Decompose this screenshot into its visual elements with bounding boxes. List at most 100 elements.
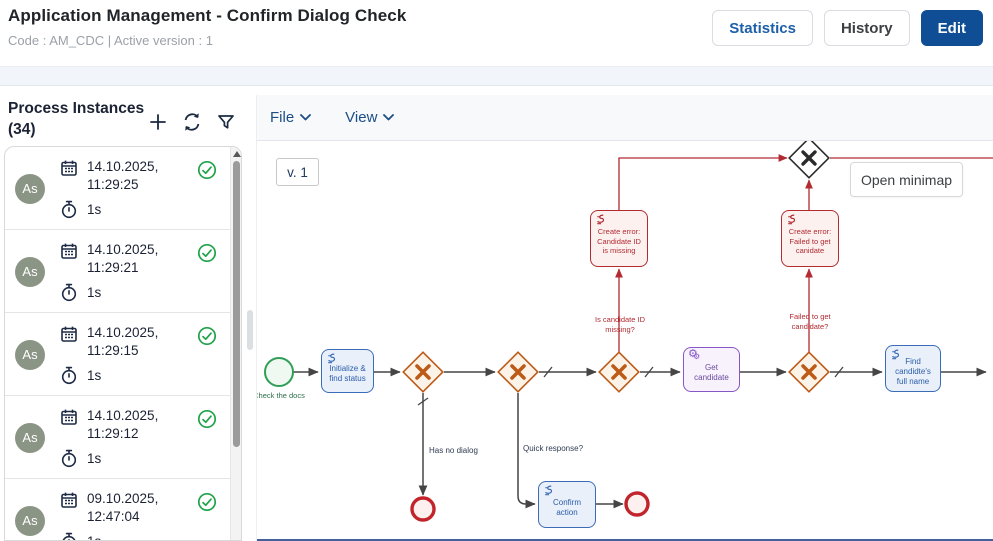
page-title: Application Management - Confirm Dialog …	[8, 6, 407, 25]
error-flows	[615, 154, 993, 352]
gateway-3[interactable]	[598, 351, 640, 393]
page-subtitle: Code : AM_CDC | Active version : 1	[8, 33, 213, 48]
task-create-error-candidate-id[interactable]: Create error: Candidate ID is missing	[590, 210, 648, 267]
edge-label-is-candidate-missing: Is candidate ID missing?	[594, 315, 646, 335]
avatar: As	[15, 505, 45, 536]
instance-duration: 1s	[87, 284, 102, 300]
task-label: Confirm action	[552, 497, 581, 517]
task-get-candidate[interactable]: ⚙⚙ Get candidate	[683, 347, 740, 392]
start-event[interactable]	[264, 357, 294, 387]
calendar-icon	[61, 492, 77, 509]
script-task-icon	[328, 353, 336, 364]
gateway-1[interactable]	[402, 351, 444, 393]
end-event-confirm[interactable]	[624, 491, 650, 517]
instance-meta: 14.10.2025,11:29:12 1s	[59, 407, 197, 468]
instance-meta: 09.10.2025,12:47:04 1s	[59, 490, 197, 540]
duration-icon	[62, 533, 76, 540]
filter-button[interactable]	[214, 111, 238, 135]
instance-duration: 1s	[87, 201, 102, 217]
bpmn-edges-layer	[264, 141, 993, 522]
script-task-icon	[788, 214, 796, 225]
instance-datetime: 14.10.2025,11:29:12	[87, 408, 159, 441]
task-confirm-action[interactable]: Confirm action	[538, 481, 596, 528]
scrollbar-up-arrow-icon	[233, 151, 241, 157]
calendar-icon	[61, 326, 77, 342]
task-find-candidate-name[interactable]: Find candidte's full name	[885, 345, 941, 392]
process-instance-item-4[interactable]: As 14.10.2025,11:29:12	[5, 396, 241, 480]
instance-meta: 14.10.2025,11:29:25 1s	[59, 158, 197, 219]
start-event-label: Check the docs	[257, 391, 305, 400]
instance-meta: 14.10.2025,11:29:21 1s	[59, 241, 197, 302]
success-check-icon	[197, 493, 217, 512]
toolbar-strip	[0, 66, 993, 86]
calendar-icon	[61, 409, 77, 426]
view-menu[interactable]: View	[345, 109, 395, 126]
instance-duration: 1s	[87, 367, 102, 383]
task-label: Initialize & find status	[329, 364, 366, 383]
header-actions: Statistics History Edit	[712, 10, 983, 46]
process-instance-item-2[interactable]: As 14.10.2025,11:29:21	[5, 230, 241, 314]
instance-meta: 14.10.2025,11:29:15 1s	[59, 324, 197, 385]
diagram-panel: File View	[256, 95, 993, 541]
duration-icon	[61, 200, 77, 219]
script-task-icon	[892, 349, 900, 360]
plus-icon	[150, 114, 166, 130]
sequence-flows	[293, 366, 987, 509]
process-instance-item-5[interactable]: As 09.10.2025,12:47:04	[5, 479, 241, 540]
page-header: Application Management - Confirm Dialog …	[0, 0, 993, 66]
instance-datetime: 14.10.2025,11:29:15	[87, 325, 159, 358]
avatar: As	[15, 339, 45, 370]
duration-icon	[61, 283, 77, 302]
statistics-button[interactable]: Statistics	[712, 10, 813, 46]
process-instance-item-1[interactable]: As 14.10.2025,11:29:25	[5, 147, 241, 231]
list-scrollbar[interactable]	[230, 147, 241, 540]
task-label: Create error: Candidate ID is missing	[597, 227, 641, 256]
instance-datetime: 09.10.2025,12:47:04	[87, 491, 159, 524]
script-task-icon	[545, 485, 553, 496]
process-instances-header: Process Instances (34)	[0, 95, 244, 146]
end-event-no-dialog[interactable]	[410, 496, 436, 522]
success-check-icon	[197, 244, 217, 263]
success-check-icon	[197, 327, 217, 346]
script-task-icon	[597, 214, 605, 225]
success-check-icon	[197, 160, 217, 180]
header-titles: Application Management - Confirm Dialog …	[8, 6, 406, 48]
task-initialize-find-status[interactable]: Initialize & find status	[321, 349, 374, 393]
refresh-icon	[184, 113, 200, 131]
main-content: Process Instances (34)	[0, 95, 993, 541]
history-button[interactable]: History	[823, 10, 910, 46]
splitter-handle[interactable]	[247, 310, 253, 350]
avatar: As	[15, 256, 45, 287]
open-minimap-button[interactable]: Open minimap	[850, 162, 963, 197]
task-label: Create error: Failed to get canidate	[788, 227, 832, 256]
filter-icon	[218, 115, 234, 129]
gateway-error-merge[interactable]	[788, 141, 830, 179]
view-menu-label: View	[345, 109, 378, 126]
gateway-2[interactable]	[497, 351, 539, 393]
instance-datetime: 14.10.2025,11:29:21	[87, 242, 159, 275]
file-menu[interactable]: File	[270, 109, 312, 126]
diagram-canvas[interactable]: v. 1 Open minimap Initialize & find stat…	[257, 141, 993, 541]
success-check-icon	[197, 410, 217, 429]
duration-icon	[61, 450, 77, 468]
diagram-menubar: File View	[257, 95, 993, 141]
sidebar-toolbar	[146, 111, 238, 146]
task-label: Get candidate	[694, 362, 729, 382]
process-instance-list: As 14.10.2025,11:29:25	[4, 146, 242, 541]
scrollbar-thumb[interactable]	[232, 161, 240, 447]
edit-button[interactable]: Edit	[920, 10, 983, 46]
gateway-4[interactable]	[788, 351, 830, 393]
task-label: Find candidte's full name	[895, 356, 931, 386]
task-create-error-failed-get[interactable]: Create error: Failed to get canidate	[781, 210, 839, 267]
avatar: As	[15, 173, 45, 204]
process-instances-panel: Process Instances (34)	[0, 95, 244, 541]
version-badge[interactable]: v. 1	[276, 158, 319, 186]
add-instance-button[interactable]	[146, 111, 170, 135]
edge-label-failed-to-get: Failed to get candidate?	[789, 312, 831, 332]
file-menu-label: File	[270, 109, 295, 126]
panel-splitter[interactable]	[244, 95, 256, 541]
process-instances-title: Process Instances (34)	[8, 100, 145, 138]
refresh-button[interactable]	[180, 111, 204, 135]
process-instance-item-3[interactable]: As 14.10.2025,11:29:15	[5, 313, 241, 397]
edge-label-has-no-dialog: Has no dialog	[429, 446, 478, 455]
